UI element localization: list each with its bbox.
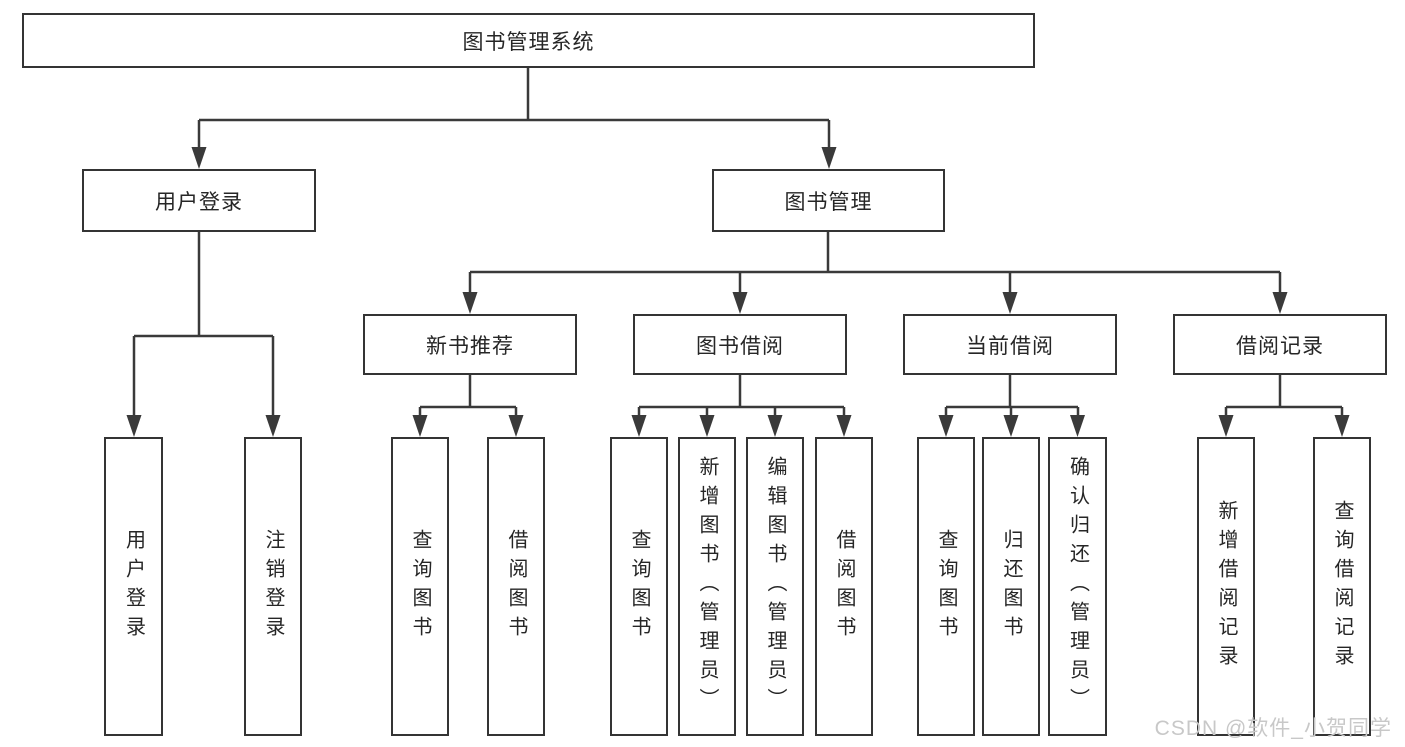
node-book-borrowing-label: 图书借阅: [696, 334, 784, 358]
leaf-confirm-return-admin: 确认归还（管理员）: [1048, 437, 1107, 736]
leaf-query-borrow-record-label: 查询借阅记录: [1331, 499, 1353, 674]
leaf-edit-books-admin: 编辑图书（管理员）: [746, 437, 804, 736]
leaf-add-borrow-record: 新增借阅记录: [1197, 437, 1255, 736]
arrow-down-icon: [732, 292, 748, 314]
leaf-add-borrow-record-label: 新增借阅记录: [1215, 499, 1237, 674]
arrow-down-icon: [191, 147, 207, 169]
arrow-down-icon: [836, 415, 852, 437]
leaf-return-books: 归还图书: [982, 437, 1040, 736]
leaf-query-books-2: 查询图书: [610, 437, 668, 736]
node-current-borrowing-label: 当前借阅: [966, 334, 1054, 358]
node-book-management-label: 图书管理: [784, 190, 873, 214]
node-current-borrowing: 当前借阅: [903, 314, 1117, 375]
arrow-down-icon: [265, 415, 281, 437]
node-book-management: 图书管理: [712, 169, 945, 232]
leaf-edit-books-admin-label: 编辑图书（管理员）: [764, 456, 786, 717]
arrow-down-icon: [1334, 415, 1350, 437]
leaf-logout-label: 注销登录: [262, 528, 284, 645]
arrow-down-icon: [821, 147, 837, 169]
leaf-query-books-1: 查询图书: [391, 437, 449, 736]
leaf-confirm-return-admin-label: 确认归还（管理员）: [1066, 456, 1089, 717]
leaf-query-books-3-label: 查询图书: [935, 528, 957, 645]
leaf-logout: 注销登录: [244, 437, 302, 736]
arrow-down-icon: [1272, 292, 1288, 314]
arrow-down-icon: [126, 415, 142, 437]
leaf-query-books-2-label: 查询图书: [628, 528, 650, 645]
leaf-query-books-3: 查询图书: [917, 437, 975, 736]
arrow-down-icon: [508, 415, 524, 437]
leaf-query-borrow-record: 查询借阅记录: [1313, 437, 1371, 736]
arrow-down-icon: [1218, 415, 1234, 437]
node-root-label: 图书管理系统: [462, 30, 595, 54]
node-user-login-label: 用户登录: [155, 190, 243, 214]
node-root: 图书管理系统: [22, 13, 1035, 68]
node-user-login: 用户登录: [82, 169, 316, 232]
leaf-borrow-books-2: 借阅图书: [815, 437, 873, 736]
arrow-down-icon: [699, 415, 715, 437]
node-new-book-recommendation-label: 新书推荐: [426, 334, 514, 358]
node-borrowing-records-label: 借阅记录: [1236, 334, 1324, 358]
arrow-down-icon: [1003, 415, 1019, 437]
leaf-borrow-books-2-label: 借阅图书: [833, 528, 855, 645]
leaf-add-books-admin-label: 新增图书（管理员）: [696, 456, 718, 717]
node-borrowing-records: 借阅记录: [1173, 314, 1387, 375]
arrow-down-icon: [938, 415, 954, 437]
leaf-user-login-label: 用户登录: [122, 528, 145, 645]
arrow-down-icon: [631, 415, 647, 437]
leaf-borrow-books-1: 借阅图书: [487, 437, 545, 736]
connector-path: [132, 68, 1344, 420]
arrow-down-icon: [1002, 292, 1018, 314]
leaf-return-books-label: 归还图书: [1000, 528, 1022, 645]
arrowheads: [126, 147, 1350, 437]
arrow-down-icon: [412, 415, 428, 437]
leaf-query-books-1-label: 查询图书: [409, 528, 431, 645]
leaf-add-books-admin: 新增图书（管理员）: [678, 437, 736, 736]
leaf-user-login: 用户登录: [104, 437, 163, 736]
node-new-book-recommendation: 新书推荐: [363, 314, 577, 375]
leaf-borrow-books-1-label: 借阅图书: [505, 528, 527, 645]
csdn-watermark: CSDN @软件_小贺同学: [1154, 717, 1392, 740]
arrow-down-icon: [1070, 415, 1085, 437]
node-book-borrowing: 图书借阅: [633, 314, 847, 375]
arrow-down-icon: [462, 292, 478, 314]
arrow-down-icon: [767, 415, 783, 437]
